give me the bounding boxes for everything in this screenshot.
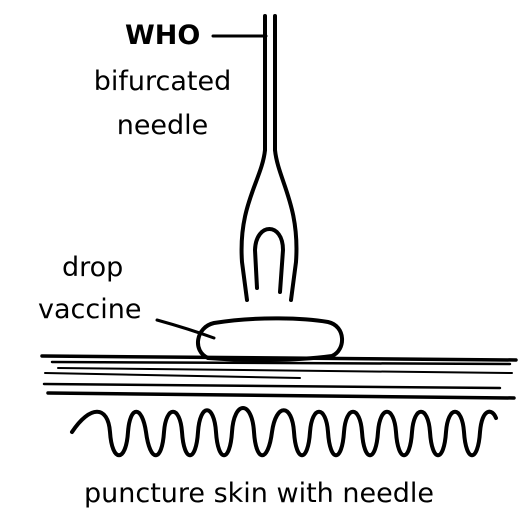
drop-label-line-1: drop [62, 252, 123, 284]
skin-line-2 [52, 362, 510, 364]
bifurcated-needle [242, 16, 297, 300]
caption: puncture skin with needle [84, 478, 434, 510]
needle-inner-fork [255, 229, 283, 292]
needle-label-line-1: WHO [125, 20, 200, 52]
needle-label-line-3: needle [80, 110, 245, 142]
skin-line-1 [42, 356, 516, 360]
needle-outer-fork [242, 150, 297, 300]
skin-line-3 [58, 368, 512, 373]
skin-layers [42, 356, 516, 398]
drop-label-line-2: vaccine [38, 294, 141, 326]
skin-line-5 [44, 384, 500, 388]
vaccine-drop [198, 318, 342, 360]
skin-line-6 [48, 393, 514, 398]
skin-line-4 [45, 373, 300, 378]
dermal-papillae [72, 408, 496, 455]
needle-label-line-2: bifurcated [80, 66, 245, 98]
